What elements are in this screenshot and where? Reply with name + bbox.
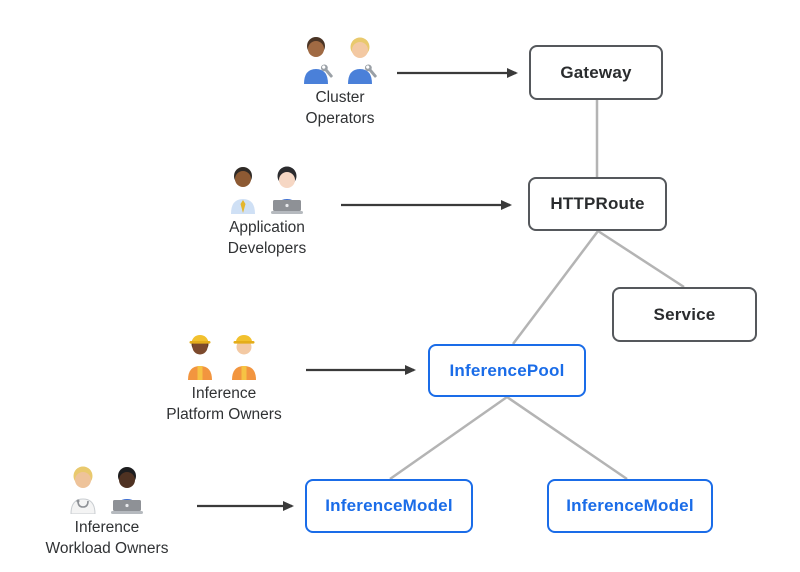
health-worker-icon xyxy=(70,466,96,514)
node-gateway-label: Gateway xyxy=(560,62,632,82)
woman-mechanic-icon xyxy=(348,37,377,84)
persona-label-inference-workload-owners: Inference Workload Owners xyxy=(45,519,169,557)
persona-label-inference-platform-owners: Inference Platform Owners xyxy=(166,385,282,423)
edge-httproute-inferencepool xyxy=(512,230,599,345)
woman-technologist-icon xyxy=(271,166,303,214)
persona-cluster-operators: Cluster Operators xyxy=(258,34,422,129)
man-construction-worker-icon xyxy=(232,335,256,380)
persona-inference-platform-owners: Inference Platform Owners xyxy=(142,330,306,425)
edge-httproute-service xyxy=(597,229,685,289)
node-service-label: Service xyxy=(653,304,716,324)
woman-construction-worker-icon xyxy=(188,335,212,380)
node-httproute-label: HTTPRoute xyxy=(550,194,645,213)
edge-inferencepool-inferencemodel-right xyxy=(506,395,628,481)
node-inferencemodel-right: InferenceModel xyxy=(547,479,713,533)
node-inferencepool: InferencePool xyxy=(428,344,586,397)
node-inferencemodel-left-label: InferenceModel xyxy=(325,496,453,515)
persona-inference-workload-owners: Inference Workload Owners xyxy=(25,464,189,559)
workload-emoji-pair-icon xyxy=(70,466,143,514)
construction-emoji-pair-icon xyxy=(188,335,256,380)
man-office-worker-icon xyxy=(231,167,255,214)
edge-inferencepool-inferencemodel-left xyxy=(389,395,508,481)
node-httproute: HTTPRoute xyxy=(528,177,667,231)
node-inferencemodel-right-label: InferenceModel xyxy=(566,496,694,515)
developer-emoji-pair-icon xyxy=(231,166,303,214)
man-technologist-icon xyxy=(111,467,143,514)
node-inferencepool-label: InferencePool xyxy=(449,360,565,380)
node-inferencemodel-left: InferenceModel xyxy=(305,479,473,533)
node-gateway: Gateway xyxy=(529,45,663,100)
persona-label-cluster-operators: Cluster Operators xyxy=(305,89,375,127)
persona-label-application-developers: Application Developers xyxy=(227,219,307,257)
man-mechanic-icon xyxy=(304,37,333,84)
node-service: Service xyxy=(612,287,757,342)
mechanic-emoji-pair-icon xyxy=(304,37,377,84)
persona-application-developers: Application Developers xyxy=(185,164,349,259)
